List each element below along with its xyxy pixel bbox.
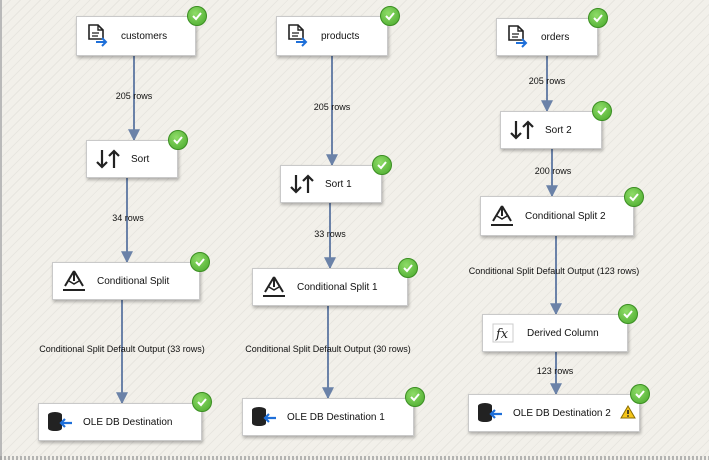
oledb-destination1[interactable]: OLE DB Destination 1 (242, 398, 414, 436)
success-check-icon (618, 304, 638, 324)
conditional-split-icon (485, 197, 519, 235)
success-check-icon (190, 252, 210, 272)
derived-column-label: Derived Column (527, 327, 599, 339)
flat-file-source-icon (501, 19, 535, 55)
sort2-transform[interactable]: Sort 2 (500, 111, 602, 149)
orders-source[interactable]: orders (496, 18, 598, 56)
customers-label: customers (121, 30, 168, 42)
flow-label-customers-sort[interactable]: 205 rows (115, 91, 153, 101)
sort1-label: Sort 1 (325, 178, 352, 190)
conditional-split2-transform[interactable]: Conditional Split 2 (480, 196, 634, 236)
derived-column-transform[interactable]: fx Derived Column (482, 314, 628, 352)
conditional-split-transform[interactable]: Conditional Split (52, 262, 200, 300)
flow-label-sort1-conditional-split1[interactable]: 33 rows (314, 229, 346, 239)
success-check-icon (168, 130, 188, 150)
conditional-split2-label: Conditional Split 2 (525, 210, 606, 222)
canvas-left-border (0, 0, 2, 460)
sort-icon (91, 141, 125, 177)
oledb-destination2-label: OLE DB Destination 2 (513, 407, 611, 419)
products-label: products (321, 30, 360, 42)
flow-label-conditional-split2-derived-column[interactable]: Conditional Split Default Output (123 ro… (468, 266, 640, 276)
success-check-icon (192, 392, 212, 412)
orders-label: orders (541, 31, 570, 43)
sort-icon (505, 112, 539, 148)
oledb-destination-icon (247, 399, 281, 435)
sort-label: Sort (131, 153, 150, 165)
success-check-icon (380, 6, 400, 26)
conditional-split-icon (57, 263, 91, 299)
derived-column-fx-icon: fx (487, 315, 521, 351)
sort-icon (285, 166, 319, 202)
success-check-icon (592, 101, 612, 121)
success-check-icon (630, 384, 650, 404)
warning-icon[interactable] (620, 405, 636, 419)
flat-file-source-icon (281, 17, 315, 55)
sort-transform[interactable]: Sort (86, 140, 178, 178)
oledb-destination-icon (473, 395, 507, 431)
flow-label-conditional-split-oledb-destination[interactable]: Conditional Split Default Output (33 row… (39, 344, 205, 354)
conditional-split1-transform[interactable]: Conditional Split 1 (252, 268, 408, 306)
flow-label-conditional-split1-oledb-destination1[interactable]: Conditional Split Default Output (30 row… (245, 344, 411, 354)
flow-label-sort-conditional-split[interactable]: 34 rows (112, 213, 144, 223)
sort1-transform[interactable]: Sort 1 (280, 165, 382, 203)
oledb-destination1-label: OLE DB Destination 1 (287, 411, 385, 423)
oledb-destination2[interactable]: OLE DB Destination 2 (468, 394, 640, 432)
success-check-icon (187, 6, 207, 26)
conditional-split-label: Conditional Split (97, 275, 170, 287)
flow-label-orders-sort2[interactable]: 205 rows (528, 76, 566, 86)
success-check-icon (588, 8, 608, 28)
success-check-icon (405, 387, 425, 407)
customers-source[interactable]: customers (76, 16, 196, 56)
oledb-destination-label: OLE DB Destination (83, 416, 173, 428)
oledb-destination-icon (43, 404, 77, 440)
oledb-destination[interactable]: OLE DB Destination (38, 403, 202, 441)
sort2-label: Sort 2 (545, 124, 572, 136)
flow-label-products-sort1[interactable]: 205 rows (313, 102, 351, 112)
conditional-split1-label: Conditional Split 1 (297, 281, 378, 293)
canvas-bottom-border (0, 456, 709, 460)
products-source[interactable]: products (276, 16, 388, 56)
flow-label-sort2-conditional-split2[interactable]: 200 rows (534, 166, 572, 176)
svg-text:fx: fx (495, 327, 509, 342)
success-check-icon (398, 258, 418, 278)
flow-label-derived-column-oledb-destination2[interactable]: 123 rows (536, 366, 574, 376)
conditional-split-icon (257, 269, 291, 305)
flat-file-source-icon (81, 17, 115, 55)
success-check-icon (372, 155, 392, 175)
success-check-icon (624, 187, 644, 207)
